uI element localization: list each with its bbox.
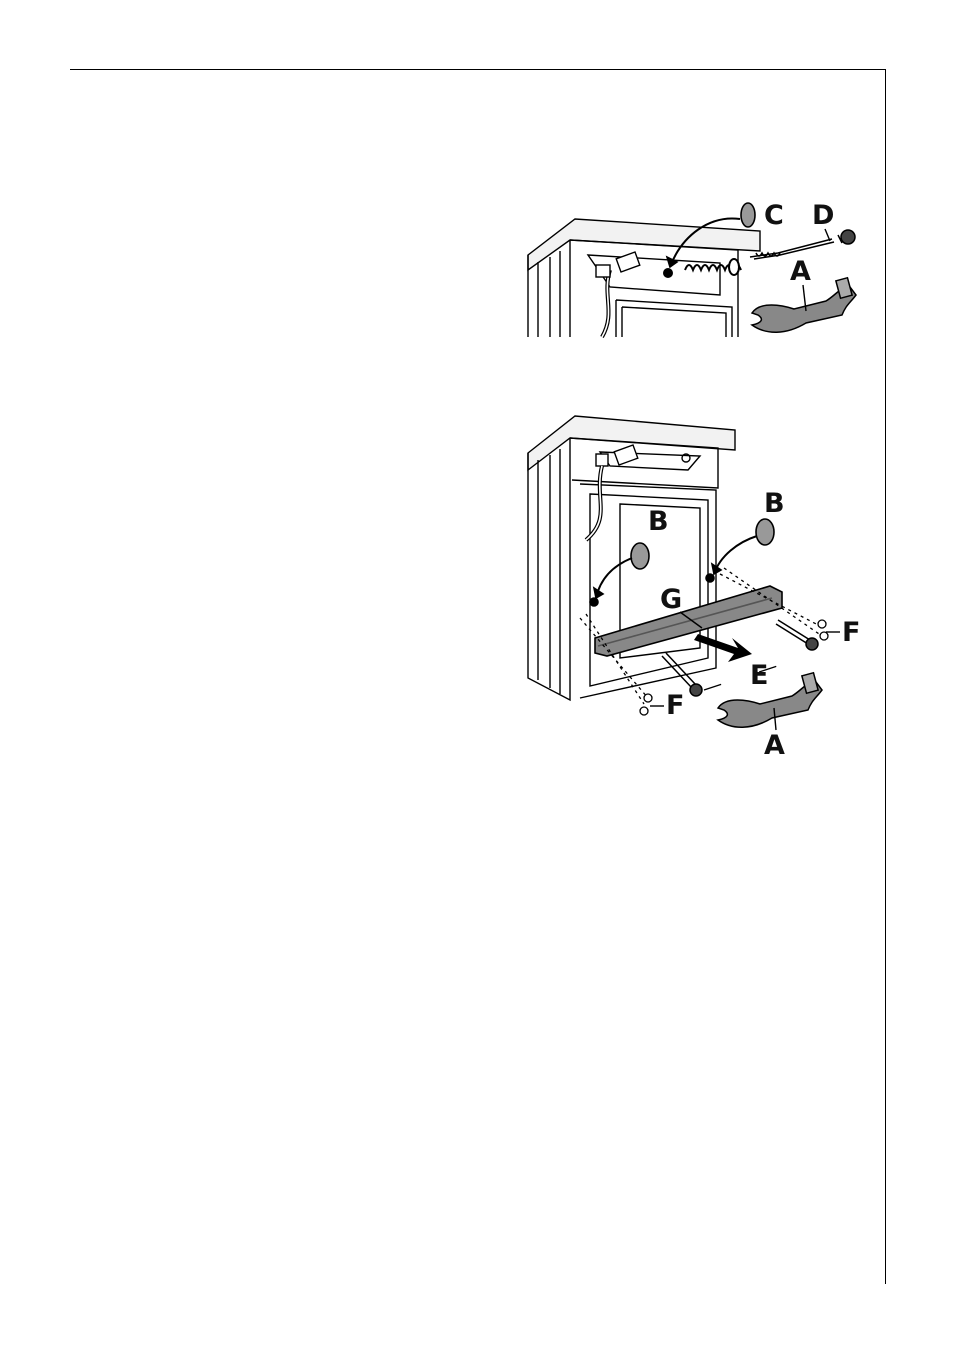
margin-rule <box>885 69 886 1284</box>
transit-bolt <box>750 230 855 259</box>
label-a: A <box>764 730 785 761</box>
figure-brace-removal: B B G F E F A <box>520 408 870 763</box>
label-a: A <box>790 256 811 287</box>
label-d: D <box>812 200 834 231</box>
header-rule <box>70 69 886 70</box>
label-b-right: B <box>764 488 785 519</box>
label-c: C <box>764 200 784 231</box>
washer-cabinet-top <box>528 219 760 337</box>
label-f-right: F <box>842 617 860 648</box>
figure-transit-bolt-removal: C D A <box>520 195 870 345</box>
label-f-left: F <box>666 690 684 721</box>
label-b-left: B <box>648 506 669 537</box>
spanner-tool <box>718 673 822 728</box>
rear-brace <box>595 586 782 656</box>
label-e: E <box>750 660 768 691</box>
arrow-direction <box>694 634 752 662</box>
label-g: G <box>660 584 682 615</box>
